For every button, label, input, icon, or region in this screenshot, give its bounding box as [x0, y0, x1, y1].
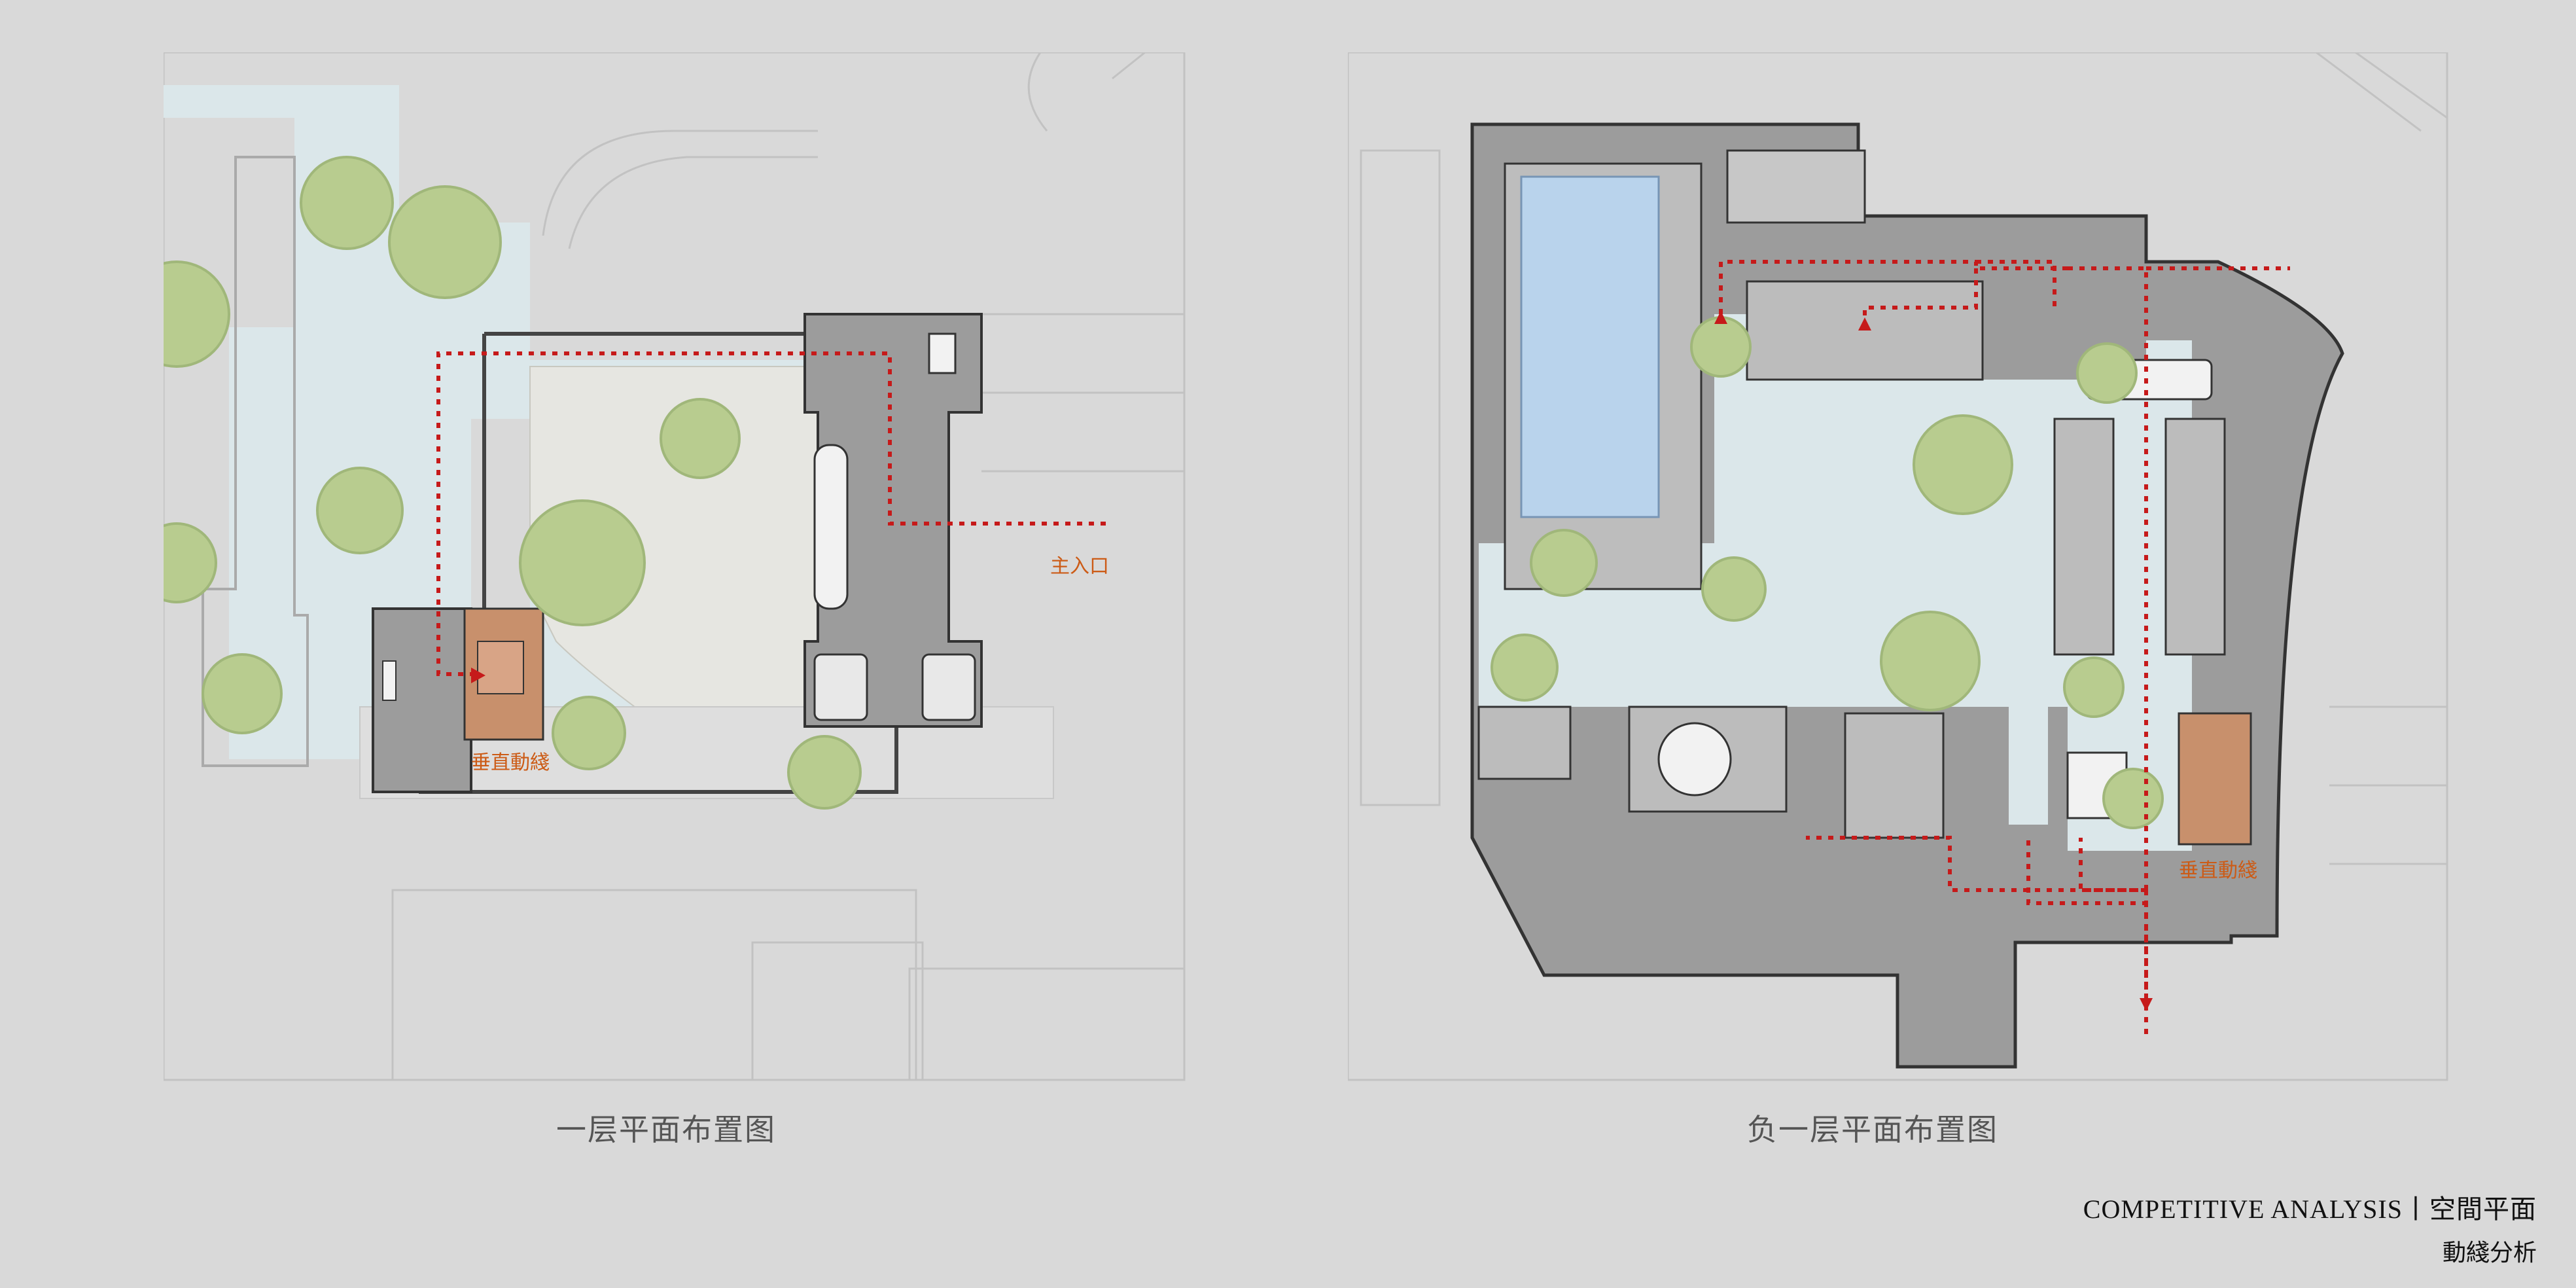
lounge-room-2: [2164, 418, 2226, 656]
lounge-right: [921, 653, 976, 721]
ground-floor-caption: 一层平面布置图: [556, 1112, 776, 1147]
circulation-routes: [1719, 260, 2290, 1034]
stair-core: [2178, 712, 2252, 846]
site-linework: [1348, 52, 2448, 1081]
circulation-route: [436, 351, 1106, 676]
courtyard-water: [1479, 314, 2192, 851]
footer-subtitle: 動綫分析: [2442, 1240, 2537, 1266]
left-wing-outline: [202, 156, 309, 767]
lounge-room-1: [2053, 418, 2115, 656]
east-hall: [803, 313, 983, 728]
basement-floor-plan: 垂直動綫: [1348, 52, 2448, 1081]
circulation-arrows: [1714, 311, 2153, 1011]
lounge-sw: [1477, 706, 1572, 780]
circulation-arrow: [471, 668, 485, 683]
footer-title: COMPETITIVE ANALYSIS丨空間平面: [2083, 1194, 2537, 1224]
pavilion-counter: [382, 660, 397, 701]
lounge-left: [813, 653, 868, 721]
stair-inner: [477, 641, 524, 694]
reception-desk: [813, 444, 849, 610]
main-entrance-label: 主入口: [1050, 555, 1109, 578]
site-linework: [164, 52, 1186, 1081]
trees: [164, 156, 862, 810]
basement-floor-caption: 负一层平面布置图: [1747, 1112, 1998, 1147]
wall-lines: [419, 332, 898, 794]
swimming-pool: [1520, 175, 1660, 518]
ground-floor-plan: 主入口 垂直動綫: [164, 52, 1186, 1081]
restroom-block: [1726, 149, 1866, 224]
study-room: [1844, 712, 1945, 839]
round-table: [1657, 722, 1732, 796]
vertical-circulation-label-left: 垂直動綫: [471, 751, 550, 774]
vertical-circulation-label-right: 垂直動綫: [2179, 859, 2257, 882]
desk-north: [928, 332, 957, 374]
